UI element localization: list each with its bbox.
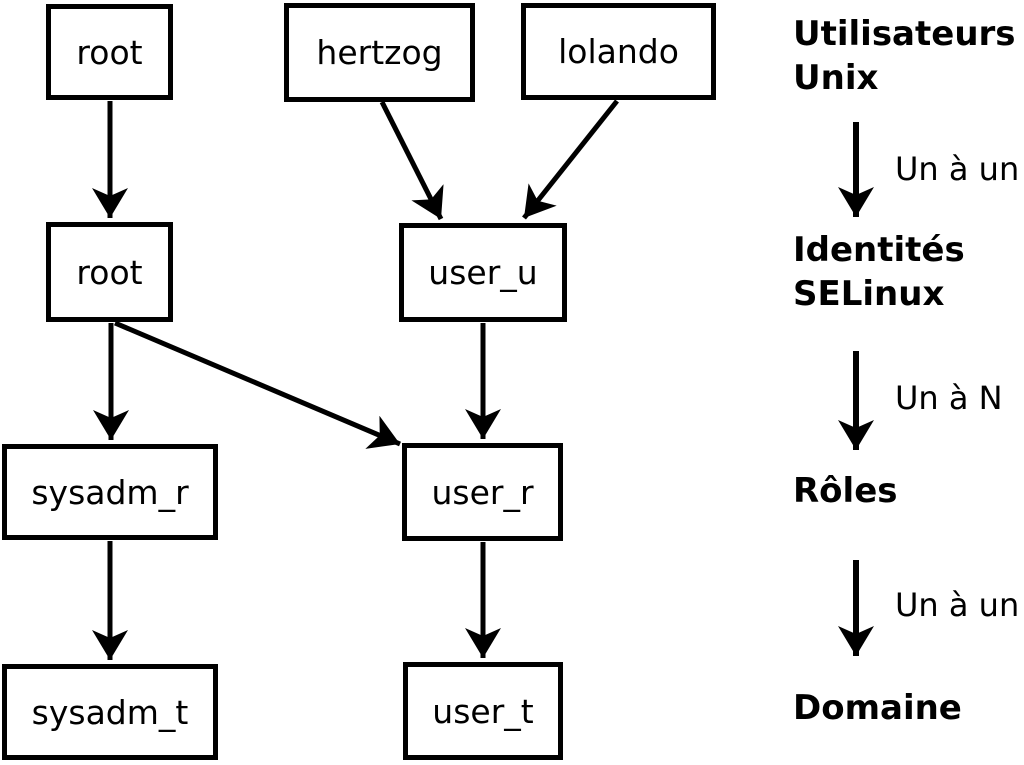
legend-level-utilisateurs-unix: Utilisateurs Unix: [793, 14, 1016, 98]
node-root-unix: root: [46, 4, 173, 100]
legend-level-identites-selinux: Identités SELinux: [793, 230, 965, 314]
edge-hertzog-to-user_u: [379, 100, 444, 221]
node-user_r: user_r: [402, 443, 563, 541]
node-label: sysadm_r: [31, 472, 189, 512]
node-label: user_u: [428, 253, 538, 292]
node-user_u: user_u: [399, 223, 567, 322]
node-sysadm_r: sysadm_r: [2, 444, 218, 540]
relation-label-un-a-un-2: Un à un: [895, 586, 1020, 624]
relation-label-un-a-un-1: Un à un: [895, 150, 1020, 188]
node-label: lolando: [558, 32, 679, 71]
node-lolando: lolando: [521, 3, 716, 100]
edge-lolando-to-user_u: [522, 99, 619, 220]
node-label: root: [76, 32, 143, 72]
node-user_t: user_t: [403, 662, 563, 760]
relation-label-un-a-n: Un à N: [895, 379, 1003, 417]
node-sysadm_t: sysadm_t: [2, 664, 218, 760]
legend-level-domaine: Domaine: [793, 688, 962, 728]
node-label: user_r: [431, 472, 534, 512]
edge-root-selinux-to-user_r: [114, 320, 401, 449]
node-hertzog: hertzog: [284, 3, 475, 102]
node-root-selinux: root: [46, 222, 173, 322]
node-label: hertzog: [316, 33, 443, 72]
node-label: root: [76, 252, 143, 292]
node-label: sysadm_t: [31, 692, 189, 732]
legend-level-roles: Rôles: [793, 471, 898, 511]
node-label: user_t: [432, 691, 534, 731]
